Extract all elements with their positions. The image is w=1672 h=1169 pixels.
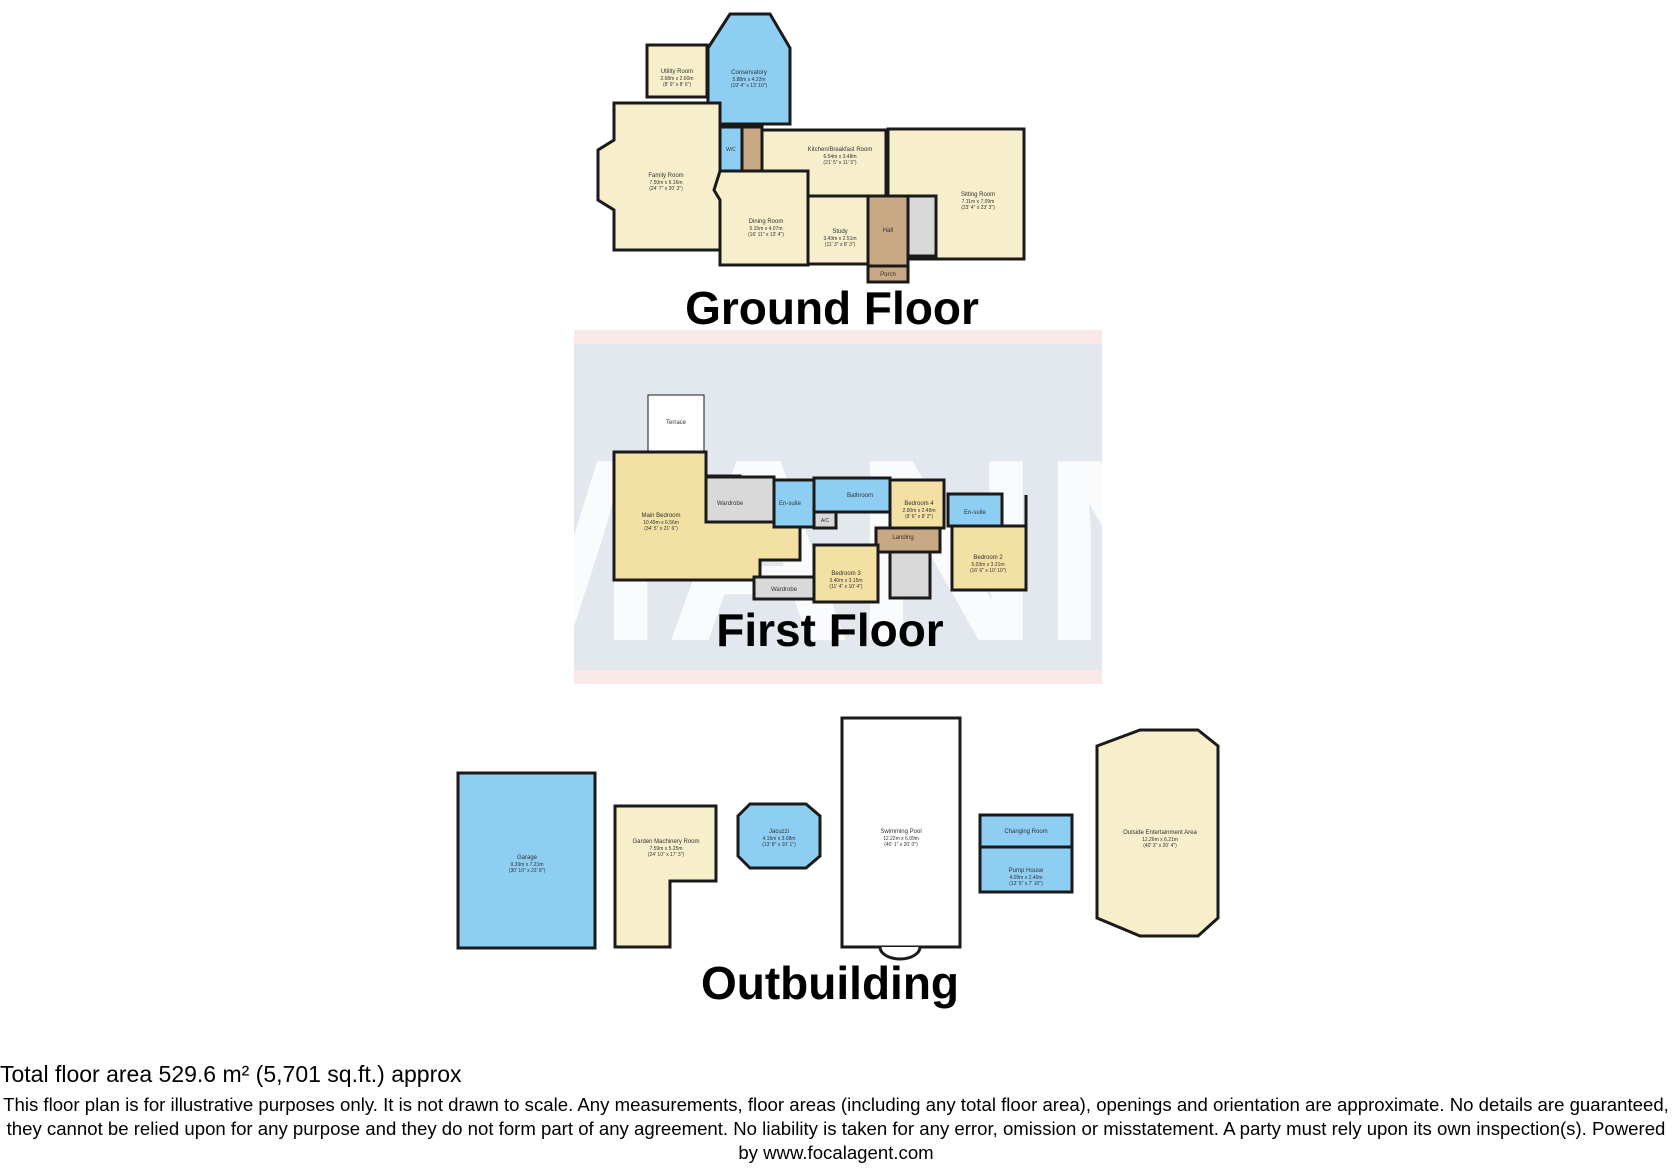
conservatory-dims: 5.88m x 4.22m [732,77,765,83]
garden-machinery-shape [613,804,718,949]
porch-shape [866,264,910,284]
wc-label: W/C [726,147,736,153]
changing-room-label: Changing Room [1004,829,1047,835]
ground-floor-title: Ground Floor [685,282,979,334]
garden-machinery-imperial: (24' 10" x 17' 3") [648,852,685,858]
outbuilding-plan [456,716,1220,961]
bedroom-2-imperial: (16' 6" x 10' 10") [970,568,1007,574]
ground-floor-labels: Utility Room 2.68m x 2.60m (8' 9" x 8' 6… [648,69,995,278]
garage-label: Garage [517,855,538,861]
first-floor-labels: Terrace Main Bedroom 10.49m x 6.56m (34'… [641,420,1006,593]
swimming-pool-label: Swimming Pool [880,829,921,835]
study-dims: 3.43m x 2.51m [823,236,856,242]
main-bedroom-dims: 10.49m x 6.56m [643,520,679,526]
pump-house-shape [978,845,1074,894]
landing-label: Landing [892,535,913,541]
ground-floor-plan [596,12,1026,284]
bedroom-3-dims: 3.40m x 3.15m [829,578,862,584]
wardrobe-upper-shape [704,475,776,524]
bathroom-label: Bathroom [847,493,873,499]
bedroom-2-label: Bedroom 2 [973,555,1003,561]
bedroom-4-shape [888,478,946,530]
conservatory-label: Conservatory [731,70,767,76]
porch-label: Porch [880,272,896,278]
entertainment-area-dims: 12.26m x 6.21m [1142,837,1178,843]
bedroom-3-shape [812,543,880,604]
garden-machinery-dims: 7.59m x 5.25m [649,846,682,852]
garage-imperial: (30' 10" x 23' 8") [509,868,546,874]
study-imperial: (11' 3" x 8' 3") [825,242,856,248]
swimming-pool-shape [840,716,962,949]
kitchen-imperial: (21' 5" x 11' 5") [823,160,856,166]
bedroom-4-dims: 2.90m x 2.49m [902,508,935,514]
garden-machinery-label: Garden Machinery Room [632,839,699,845]
family-room-label: Family Room [648,173,683,179]
terrace-label: Terrace [666,420,687,426]
pump-house-dims: 4.09m x 2.40m [1009,875,1042,881]
ensuite-2-label: En-suite [964,510,987,516]
dining-room-imperial: (16' 11" x 13' 4") [748,232,784,238]
main-bedroom-imperial: (34' 5" x 21' 6") [644,526,678,532]
sitting-room-imperial: (23' 4" x 23' 3") [961,205,995,211]
family-room-dims: 7.50m x 6.16m [649,180,682,186]
conservatory-shape [706,12,792,126]
total-floor-area: Total floor area 529.6 m² (5,701 sq.ft.)… [0,1061,462,1087]
utility-room-dims: 2.68m x 2.60m [660,76,693,82]
jacuzzi-dims: 4.15m x 3.08m [762,836,795,842]
sitting-room-label: Sitting Room [961,192,995,198]
wardrobe-lower-shape [752,575,816,601]
outbuilding-labels: Garage 9.39m x 7.21m (30' 10" x 23' 8") … [509,829,1198,887]
wardrobe-lower-label: Wardrobe [771,587,798,593]
dining-room-shape [712,169,810,267]
entertainment-area-imperial: (40' 3" x 20' 4") [1143,843,1177,849]
swimming-pool-imperial: (40' 1" x 20' 0") [884,842,918,848]
utility-room-imperial: (8' 9" x 8' 6") [663,82,691,88]
jacuzzi-label: Jacuzzi [769,829,789,835]
dining-room-dims: 5.15m x 4.07m [749,226,782,232]
jacuzzi-shape [736,802,822,870]
study-shape [806,194,870,266]
utility-room-label: Utility Room [661,69,693,75]
wardrobe-upper-label: Wardrobe [717,501,744,507]
sitting-room-dims: 7.11m x 7.09m [962,199,995,205]
bedroom-3-imperial: (11' 4" x 10' 4") [829,584,862,590]
outbuilding-title: Outbuilding [700,957,960,1009]
kitchen-label: Kitchen/Breakfast Room [808,147,873,153]
lobby-shape [740,125,764,173]
pump-house-label: Pump House [1009,868,1044,874]
bedroom-2-dims: 5.03m x 3.31m [971,562,1004,568]
swimming-pool-bay-shape [878,946,922,961]
family-room-imperial: (24' 7" x 20' 3") [649,186,683,192]
ac-label: A/C [821,518,830,524]
pump-house-imperial: (13' 5" x 7' 10") [1009,881,1043,887]
jacuzzi-imperial: (13' 8" x 10' 1") [762,842,796,848]
bedroom-2-shape [950,495,1028,592]
ensuite-1-label: En-suite [779,501,802,507]
dining-room-label: Dining Room [749,219,784,225]
main-bedroom-label: Main Bedroom [641,513,680,519]
stair-void-shape [888,550,932,600]
swimming-pool-dims: 12.22m x 6.09m [883,836,919,842]
disclaimer-text: This floor plan is for illustrative purp… [3,1094,1669,1163]
bedroom-3-label: Bedroom 3 [831,571,861,577]
ensuite-2-shape [946,492,1004,528]
bedroom-4-label: Bedroom 4 [904,501,934,507]
kitchen-dims: 6.54m x 3.48m [823,154,856,160]
garage-shape [456,771,597,950]
first-floor-plan [612,394,1028,604]
stairs-shape [906,194,938,258]
bedroom-4-imperial: (9' 6" x 8' 2") [905,514,933,520]
conservatory-imperial: (19' 4" x 13' 10") [731,83,768,89]
study-label: Study [832,229,847,235]
hall-label: Hall [883,228,893,234]
first-floor-title: First Floor [716,604,944,656]
entertainment-area-label: Outside Entertainment Area [1123,830,1197,836]
garage-dims: 9.39m x 7.21m [510,862,543,868]
entertainment-area-shape [1095,728,1220,938]
